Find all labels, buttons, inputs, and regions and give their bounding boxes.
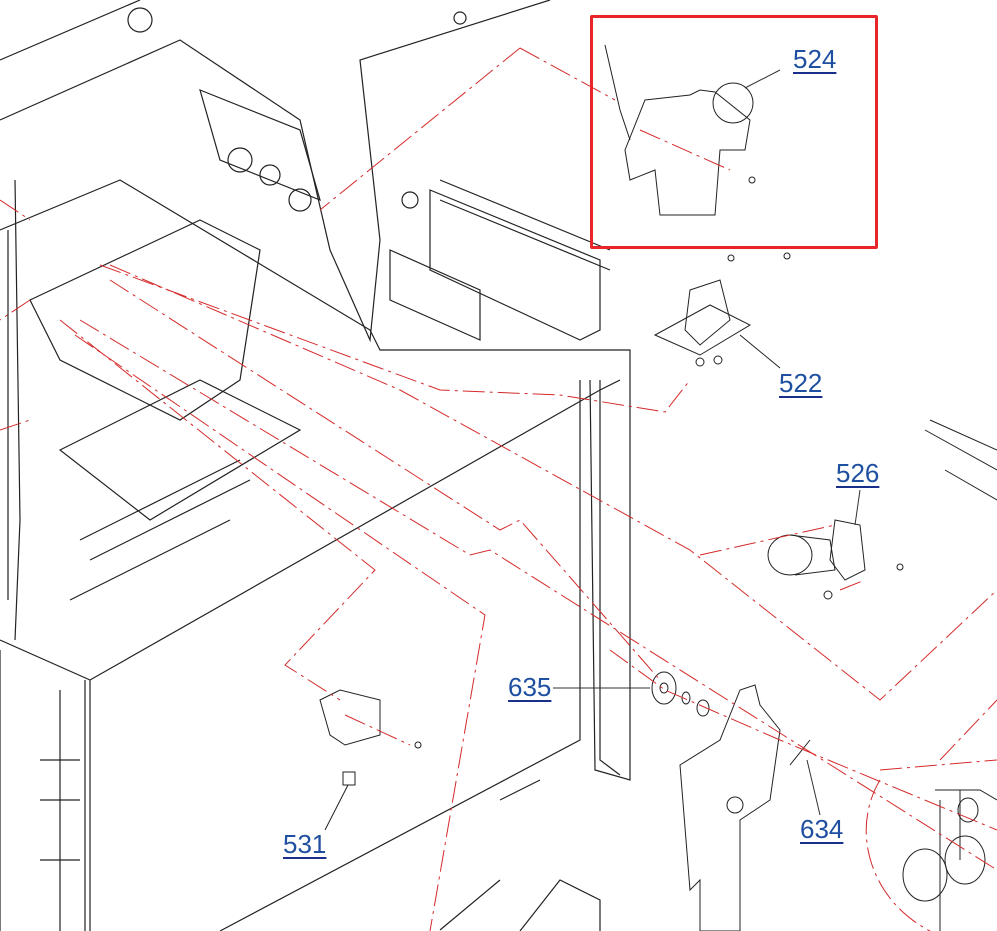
part-522-drawing xyxy=(653,252,791,369)
callout-635[interactable]: 635 xyxy=(508,672,552,702)
callout-leaders xyxy=(553,489,861,816)
callout-531[interactable]: 531 xyxy=(283,829,327,859)
main-frame-assembly xyxy=(0,0,631,931)
callout-522[interactable]: 522 xyxy=(779,368,823,398)
part-526-drawing xyxy=(767,419,997,600)
leader-lines xyxy=(0,47,997,931)
callout-634[interactable]: 634 xyxy=(800,814,844,844)
callout-524[interactable]: 524 xyxy=(793,44,837,74)
part-bottom-right-drawing xyxy=(902,789,997,931)
callout-526[interactable]: 526 xyxy=(836,458,880,488)
part-531-drawing xyxy=(319,689,422,831)
part-524-drawing xyxy=(604,44,781,216)
part-635-634-drawing xyxy=(651,671,811,931)
highlight-box-524 xyxy=(590,15,878,249)
